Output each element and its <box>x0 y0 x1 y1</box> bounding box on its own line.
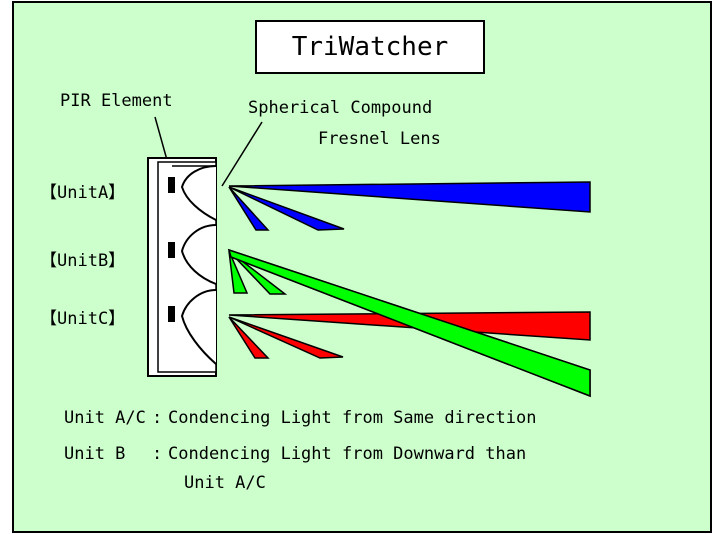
unit-c-beam-mid <box>228 316 344 359</box>
diagram-panel <box>12 1 712 533</box>
unit-a-lens-icon <box>180 165 217 221</box>
unit-a-pir-element-icon <box>168 177 175 193</box>
legend-row2-continuation: Unit A/C <box>184 473 266 493</box>
unit-b-beam-short <box>228 250 249 294</box>
legend-row2-text: Condencing Light from Downward than <box>168 444 527 464</box>
legend-row2-sep: : <box>152 444 163 464</box>
diagram-title: TriWatcher <box>255 20 485 74</box>
lens-pointer-line <box>221 121 263 187</box>
unit-b-lens-icon <box>180 224 217 285</box>
lens-label-line1: Spherical Compound <box>248 98 433 118</box>
legend-row1-key: Unit A/C <box>64 408 146 428</box>
unit-c-beam-short <box>228 316 270 359</box>
unit-c-lens-icon <box>180 289 217 365</box>
unit-a-beam-long <box>228 181 591 213</box>
unit-c-label: 【UnitC】 <box>40 309 126 329</box>
legend-row1-text: Condencing Light from Same direction <box>168 408 537 428</box>
unit-b-pir-element-icon <box>168 242 175 258</box>
unit-c-pir-element-icon <box>168 306 175 322</box>
unit-a-label: 【UnitA】 <box>40 183 126 203</box>
unit-a-beam-short <box>228 186 270 231</box>
lens-label-line2: Fresnel Lens <box>318 129 441 149</box>
legend-row1-sep: : <box>152 408 163 428</box>
unit-a-beam-mid <box>228 186 345 231</box>
unit-b-beam-long-overlay <box>227 248 591 398</box>
unit-b-label: 【UnitB】 <box>40 251 126 271</box>
legend-row2-key: Unit B <box>64 444 126 464</box>
pir-element-label: PIR Element <box>60 91 173 111</box>
